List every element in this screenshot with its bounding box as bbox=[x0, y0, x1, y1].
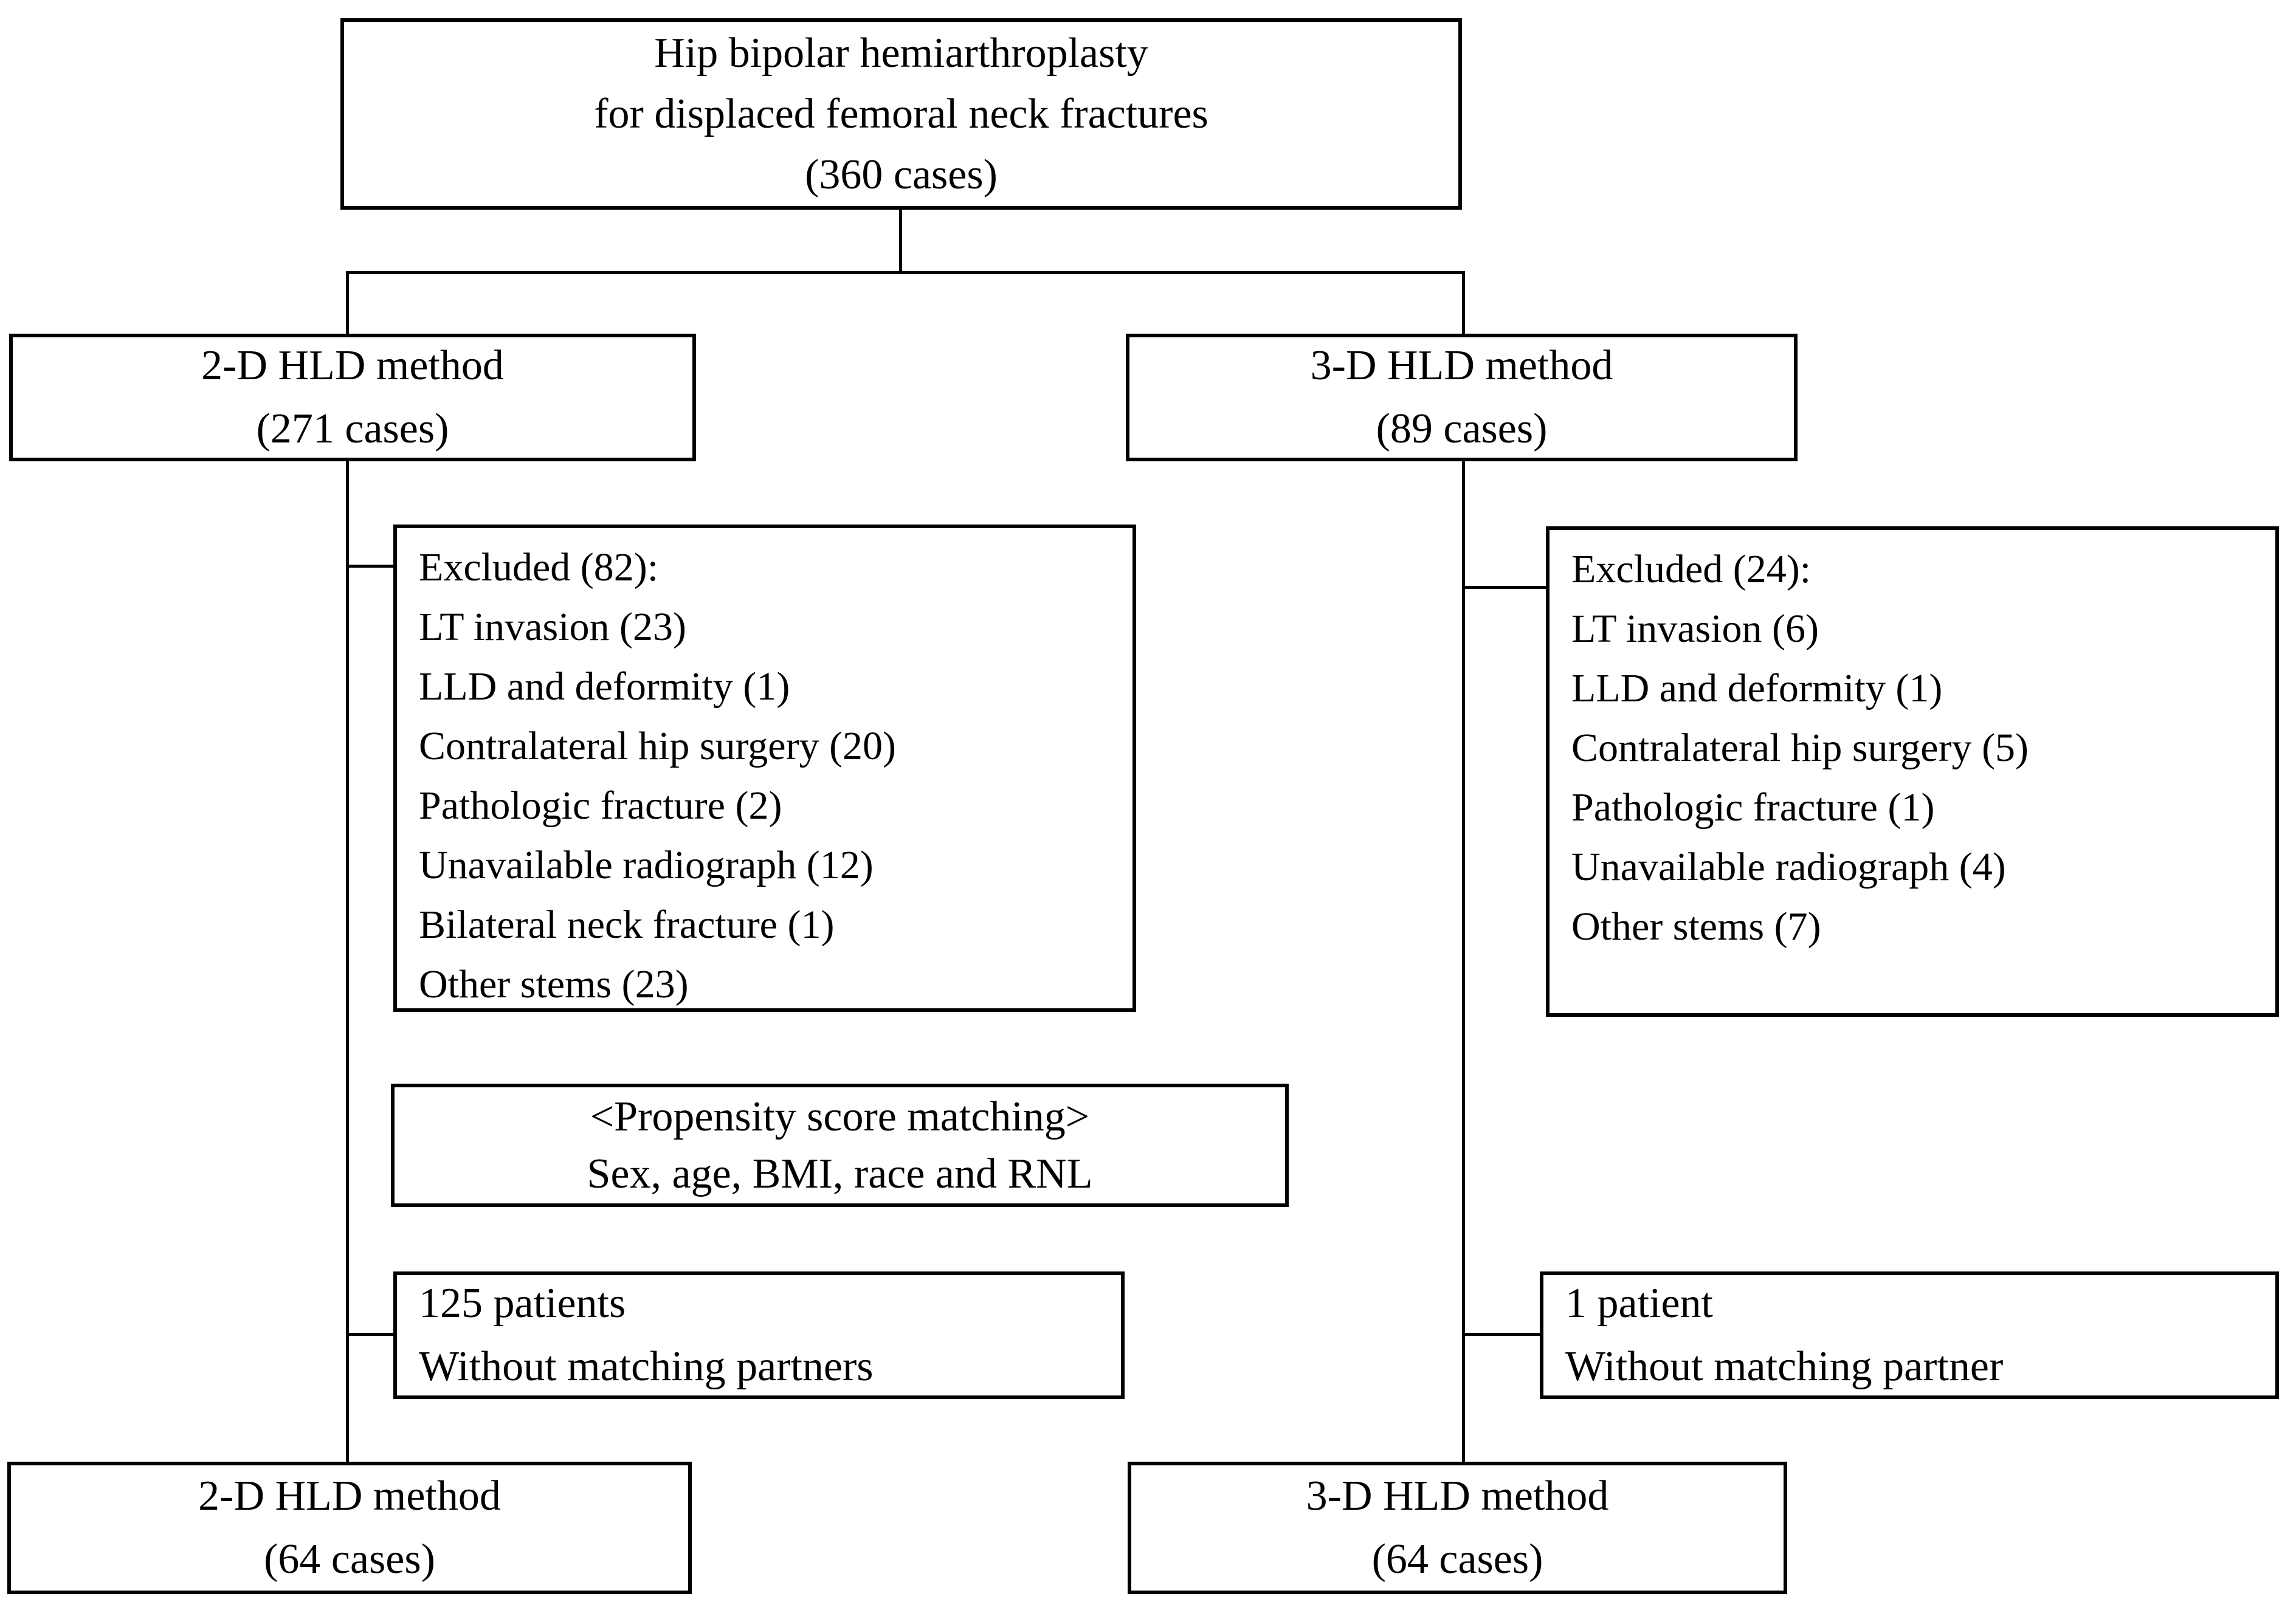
excluded-2d-item: Contralateral hip surgery (20) bbox=[419, 724, 897, 768]
connector-3d-unmatched-branch bbox=[1462, 1333, 1542, 1336]
connector-3d-drop bbox=[1462, 271, 1465, 335]
excluded-3d-item: Unavailable radiograph (4) bbox=[1571, 845, 2006, 889]
connector-2d-main-vertical bbox=[346, 459, 349, 1464]
unmatched-3d-count: 1 patient bbox=[1565, 1280, 1713, 1327]
connector-2d-unmatched-branch bbox=[346, 1333, 396, 1336]
method-2d-box: 2-D HLD method (271 cases) bbox=[9, 334, 696, 461]
connector-split-horizontal bbox=[346, 271, 1465, 274]
excluded-3d-item: Pathologic fracture (1) bbox=[1571, 785, 1935, 830]
final-2d-box: 2-D HLD method (64 cases) bbox=[7, 1462, 692, 1594]
enrollment-count: (360 cases) bbox=[805, 151, 998, 198]
final-3d-count: (64 cases) bbox=[1371, 1536, 1543, 1583]
method-2d-count: (271 cases) bbox=[256, 405, 449, 452]
unmatched-3d-label: Without matching partner bbox=[1565, 1343, 2004, 1390]
unmatched-3d-box: 1 patient Without matching partner bbox=[1540, 1271, 2279, 1399]
excluded-3d-item: LT invasion (6) bbox=[1571, 607, 1819, 651]
enrollment-line-2: for displaced femoral neck fractures bbox=[594, 90, 1208, 137]
enrollment-box: Hip bipolar hemiarthroplasty for displac… bbox=[340, 18, 1462, 210]
connector-2d-excluded-branch bbox=[346, 565, 396, 568]
matching-box: <Propensity score matching> Sex, age, BM… bbox=[391, 1084, 1289, 1207]
excluded-3d-header: Excluded (24): bbox=[1571, 547, 1812, 591]
final-3d-label: 3-D HLD method bbox=[1306, 1473, 1609, 1519]
excluded-3d-item: Other stems (7) bbox=[1571, 904, 1821, 949]
unmatched-2d-box: 125 patients Without matching partners bbox=[393, 1271, 1125, 1399]
final-2d-label: 2-D HLD method bbox=[198, 1473, 501, 1519]
matching-covariates: Sex, age, BMI, race and RNL bbox=[587, 1150, 1093, 1197]
excluded-2d-box: Excluded (82): LT invasion (23) LLD and … bbox=[393, 525, 1136, 1012]
method-3d-label: 3-D HLD method bbox=[1310, 342, 1613, 389]
excluded-2d-item: LLD and deformity (1) bbox=[419, 664, 790, 709]
method-2d-label: 2-D HLD method bbox=[201, 342, 504, 389]
connector-3d-main-vertical bbox=[1462, 459, 1465, 1464]
final-2d-count: (64 cases) bbox=[264, 1536, 435, 1583]
unmatched-2d-count: 125 patients bbox=[419, 1280, 626, 1327]
connector-enrollment-down bbox=[899, 208, 902, 273]
enrollment-line-1: Hip bipolar hemiarthroplasty bbox=[654, 29, 1148, 77]
excluded-2d-item: Other stems (23) bbox=[419, 962, 689, 1006]
excluded-2d-item: Pathologic fracture (2) bbox=[419, 783, 782, 828]
unmatched-2d-label: Without matching partners bbox=[419, 1343, 874, 1390]
excluded-3d-box: Excluded (24): LT invasion (6) LLD and d… bbox=[1546, 526, 2279, 1017]
excluded-3d-item: LLD and deformity (1) bbox=[1571, 666, 1943, 710]
connector-2d-drop bbox=[346, 271, 349, 335]
connector-3d-excluded-branch bbox=[1462, 586, 1548, 589]
method-3d-count: (89 cases) bbox=[1376, 405, 1548, 452]
excluded-2d-item: Bilateral neck fracture (1) bbox=[419, 903, 835, 947]
final-3d-box: 3-D HLD method (64 cases) bbox=[1128, 1462, 1787, 1594]
excluded-2d-item: LT invasion (23) bbox=[419, 605, 686, 649]
excluded-2d-header: Excluded (82): bbox=[419, 545, 659, 590]
excluded-2d-item: Unavailable radiograph (12) bbox=[419, 843, 874, 887]
excluded-3d-item: Contralateral hip surgery (5) bbox=[1571, 726, 2029, 770]
matching-title: <Propensity score matching> bbox=[590, 1093, 1090, 1140]
method-3d-box: 3-D HLD method (89 cases) bbox=[1126, 334, 1798, 461]
